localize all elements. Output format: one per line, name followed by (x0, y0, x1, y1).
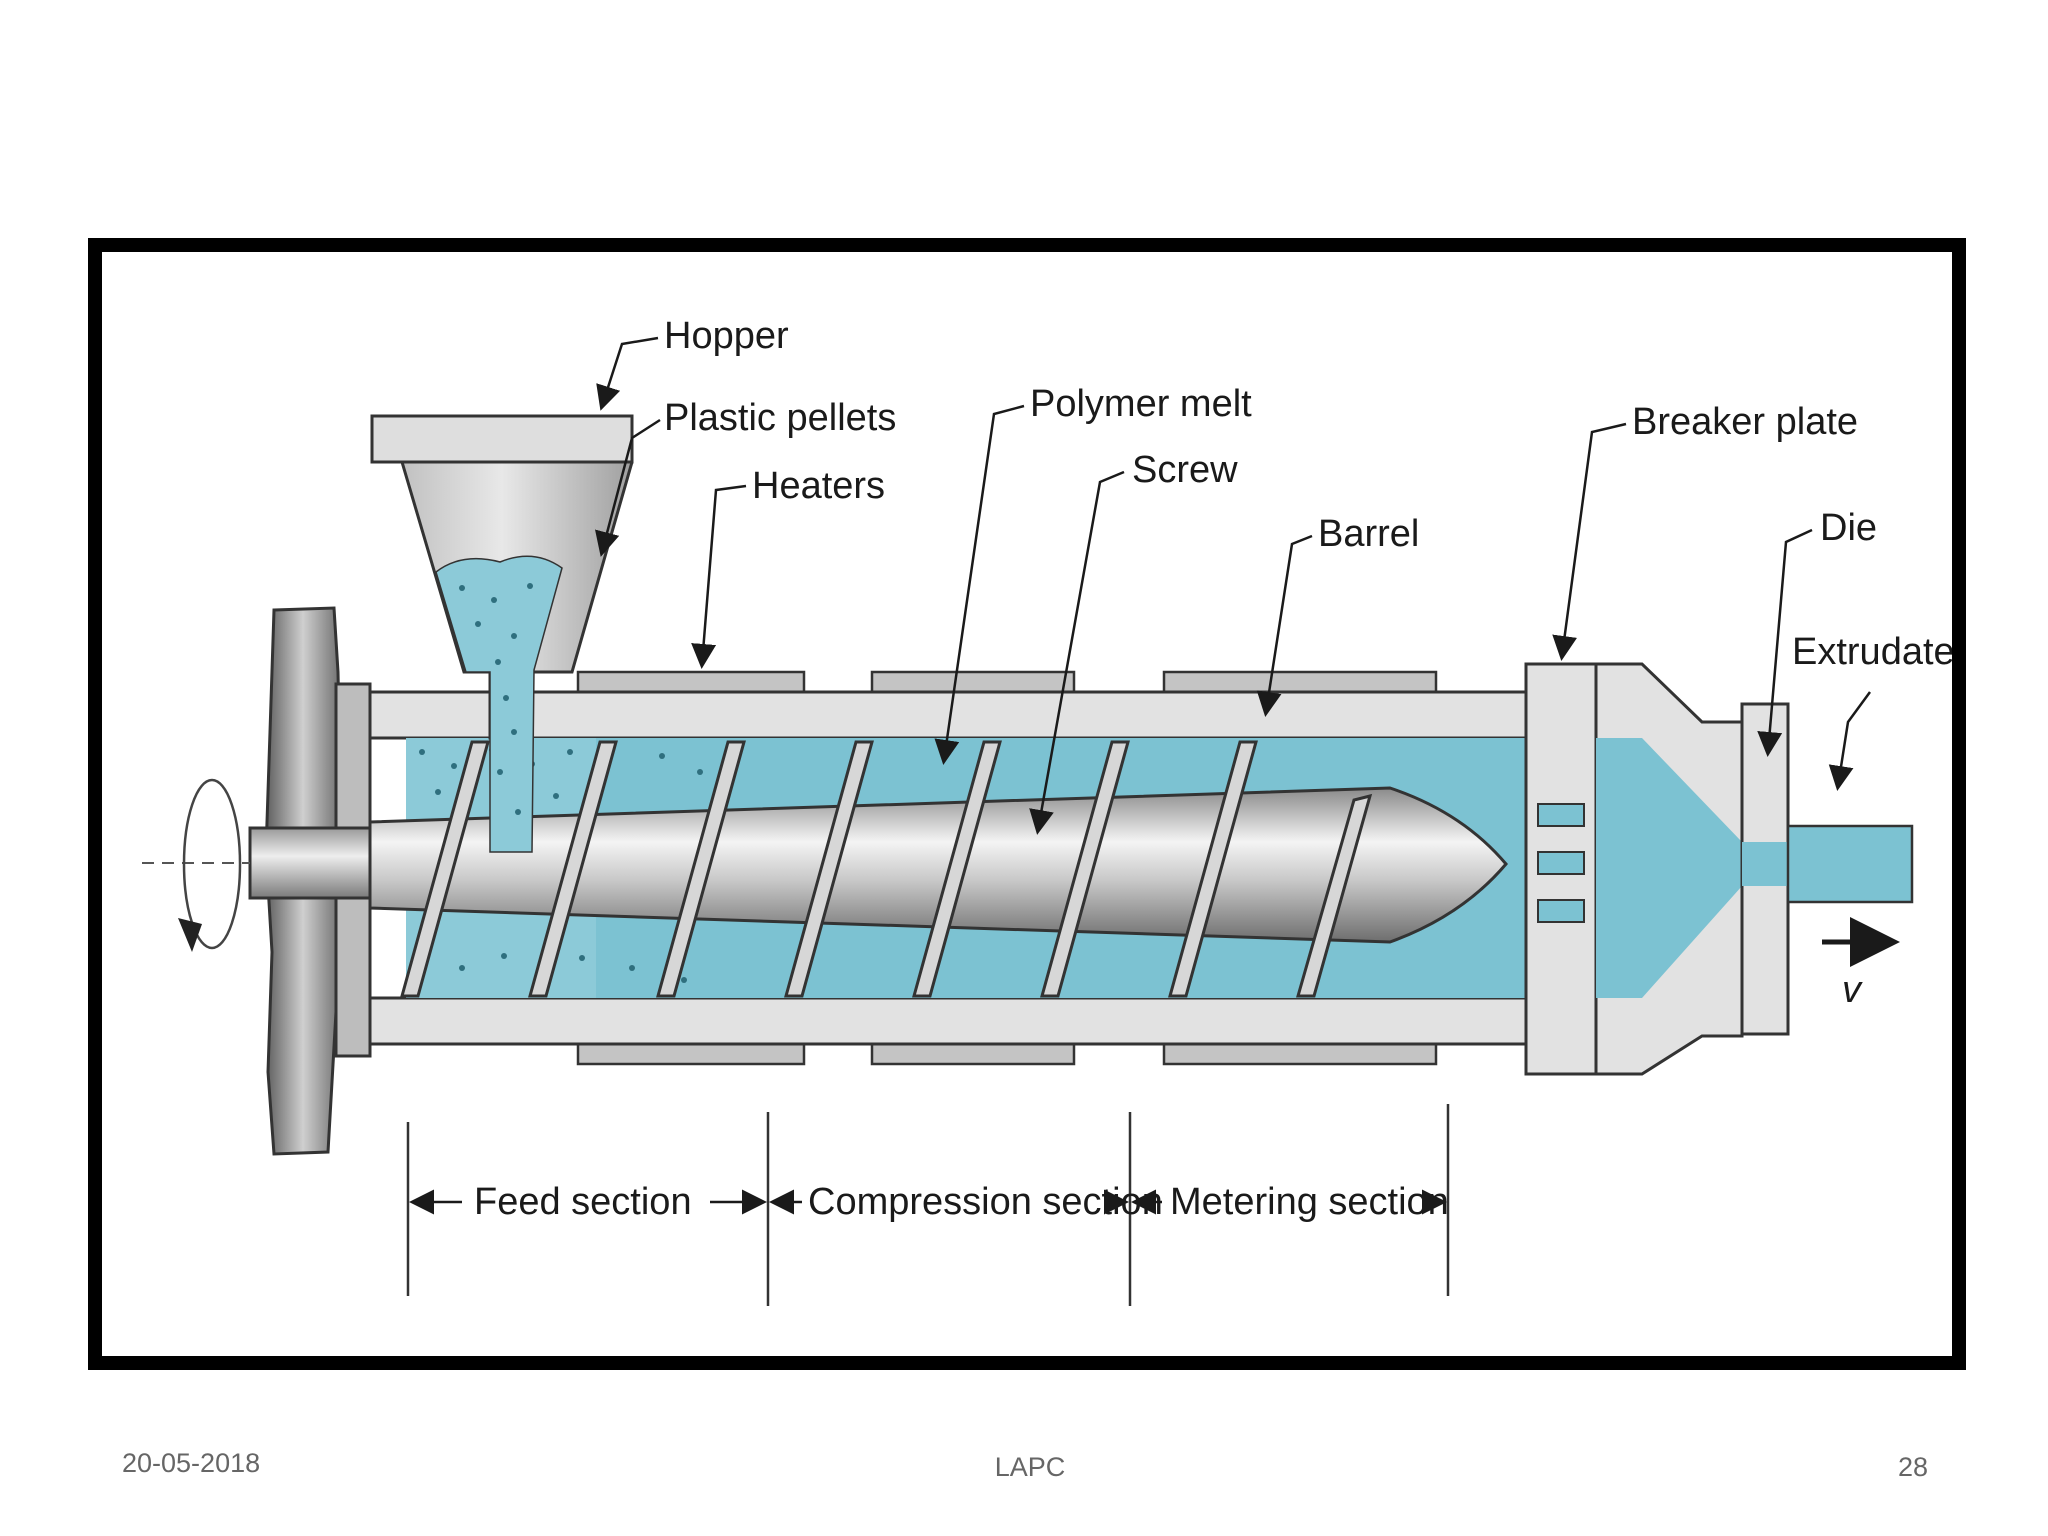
diagram-frame: Hopper Plastic pellets Heaters Polymer m… (88, 238, 1966, 1370)
label-barrel: Barrel (1318, 513, 1419, 555)
label-screw: Screw (1132, 449, 1238, 491)
footer-center-text: LAPC (994, 1452, 1066, 1482)
label-die: Die (1820, 507, 1877, 549)
extrudate (1786, 824, 1914, 904)
label-breaker-plate: Breaker plate (1632, 401, 1858, 443)
screw-flights (400, 740, 1373, 998)
hopper-rim (370, 414, 634, 464)
footer-date: 20-05-2018 (122, 1448, 261, 1478)
label-velocity: v (1842, 969, 1863, 1011)
label-plastic-pellets: Plastic pellets (664, 397, 896, 439)
rotation-arrow-icon (182, 778, 242, 950)
label-extrudate: Extrudate (1792, 631, 1952, 673)
die-melt-taper (1596, 738, 1742, 998)
label-hopper: Hopper (664, 315, 789, 357)
label-metering-section: Metering section (1170, 1181, 1449, 1223)
diagram-labels: Hopper Plastic pellets Heaters Polymer m… (409, 315, 1952, 1223)
label-polymer-melt: Polymer melt (1030, 383, 1252, 425)
label-feed-section: Feed section (474, 1181, 692, 1223)
breaker-plate-holes (1537, 803, 1585, 923)
label-heaters: Heaters (752, 465, 885, 507)
extruder-diagram (142, 336, 1914, 1306)
label-compression-section: Compression section (808, 1181, 1163, 1223)
barrel-bottom-wall (368, 996, 1528, 1046)
hopper-pellets (435, 555, 563, 853)
footer-page-number: 28 (1897, 1452, 1928, 1482)
